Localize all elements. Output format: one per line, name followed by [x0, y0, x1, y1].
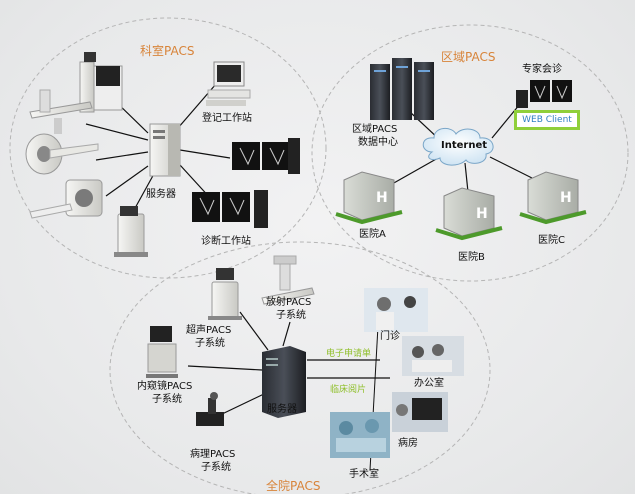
radiology-label-line1: 放射PACS [266, 297, 312, 308]
data-center-server-rack-icon [370, 58, 434, 120]
data-center-label-line2: 数据中心 [358, 137, 398, 148]
pathology-label-line1: 病理PACS [190, 449, 236, 460]
radiology-subsystem-icon [261, 255, 315, 305]
hospital-server-label: 服务器 [267, 404, 297, 415]
hospital-b-building-icon: H [435, 187, 503, 241]
mri-scanner-icon [29, 179, 103, 219]
endoscopy-label-line2: 子系统 [152, 394, 182, 405]
internet-cloud-icon [422, 128, 494, 166]
outpatient-label: 门诊 [380, 331, 400, 342]
c-arm-icon [79, 52, 123, 113]
svg-text:H: H [376, 190, 388, 206]
pathology-label-line2: 子系统 [201, 462, 231, 473]
registration-workstation-label: 登记工作站 [202, 113, 252, 124]
endoscopy-subsystem-icon [146, 326, 178, 378]
surgery-label: 手术室 [349, 469, 379, 480]
expert-workstation-icon [516, 80, 572, 108]
hospital-a-building-icon: H [335, 171, 403, 225]
web-client-box[interactable]: WEB Client [514, 110, 580, 130]
department-zone-title: 科室PACS [140, 44, 195, 58]
hospital-server-icon [262, 346, 306, 418]
department-server-label: 服务器 [146, 189, 176, 200]
expert-consultation-label: 专家会诊 [522, 64, 562, 75]
clinical-view-label: 临床阅片 [330, 385, 367, 395]
svg-text:H: H [476, 206, 488, 222]
hospital-a-label: 医院A [359, 229, 386, 240]
hospital-b-label: 医院B [458, 252, 485, 263]
ultrasound-label-line2: 子系统 [195, 338, 225, 349]
ct-scanner-icon [25, 133, 99, 175]
diagnosis-workstation-bottom-icon [192, 190, 268, 228]
hospital-links [187, 311, 390, 416]
ultrasound-subsystem-icon [208, 268, 242, 320]
surgery-photo-icon [330, 412, 390, 458]
svg-text:H: H [560, 190, 572, 206]
office-label: 办公室 [414, 378, 444, 389]
hospital-c-label: 医院C [538, 235, 565, 246]
registration-computer-icon [206, 61, 251, 106]
office-photo-icon [402, 336, 464, 376]
endoscopy-label-line1: 内窥镜PACS [137, 381, 193, 392]
department-server-icon [149, 123, 181, 177]
diagnosis-workstation-top-icon [232, 138, 300, 174]
ward-photo-icon [392, 392, 448, 432]
ward-label: 病房 [398, 438, 418, 449]
ultrasound-cart-icon [114, 206, 148, 257]
regional-zone-title: 区域PACS [441, 50, 496, 64]
hospital-zone-ellipse [109, 241, 491, 494]
hospital-c-building-icon: H [519, 171, 587, 225]
internet-label: Internet [440, 140, 487, 151]
diagnosis-workstation-label: 诊断工作站 [201, 236, 251, 247]
data-center-label-line1: 区域PACS [352, 124, 398, 135]
radiology-label-line2: 子系统 [276, 310, 306, 321]
pathology-microscope-icon [196, 392, 224, 426]
ultrasound-label-line1: 超声PACS [186, 325, 232, 336]
outpatient-photo-icon [364, 288, 428, 332]
hospital-zone-title: 全院PACS [266, 479, 321, 493]
regional-zone-ellipse [311, 24, 629, 282]
e-request-label: 电子申请单 [326, 349, 372, 359]
xray-table-icon [29, 89, 93, 134]
